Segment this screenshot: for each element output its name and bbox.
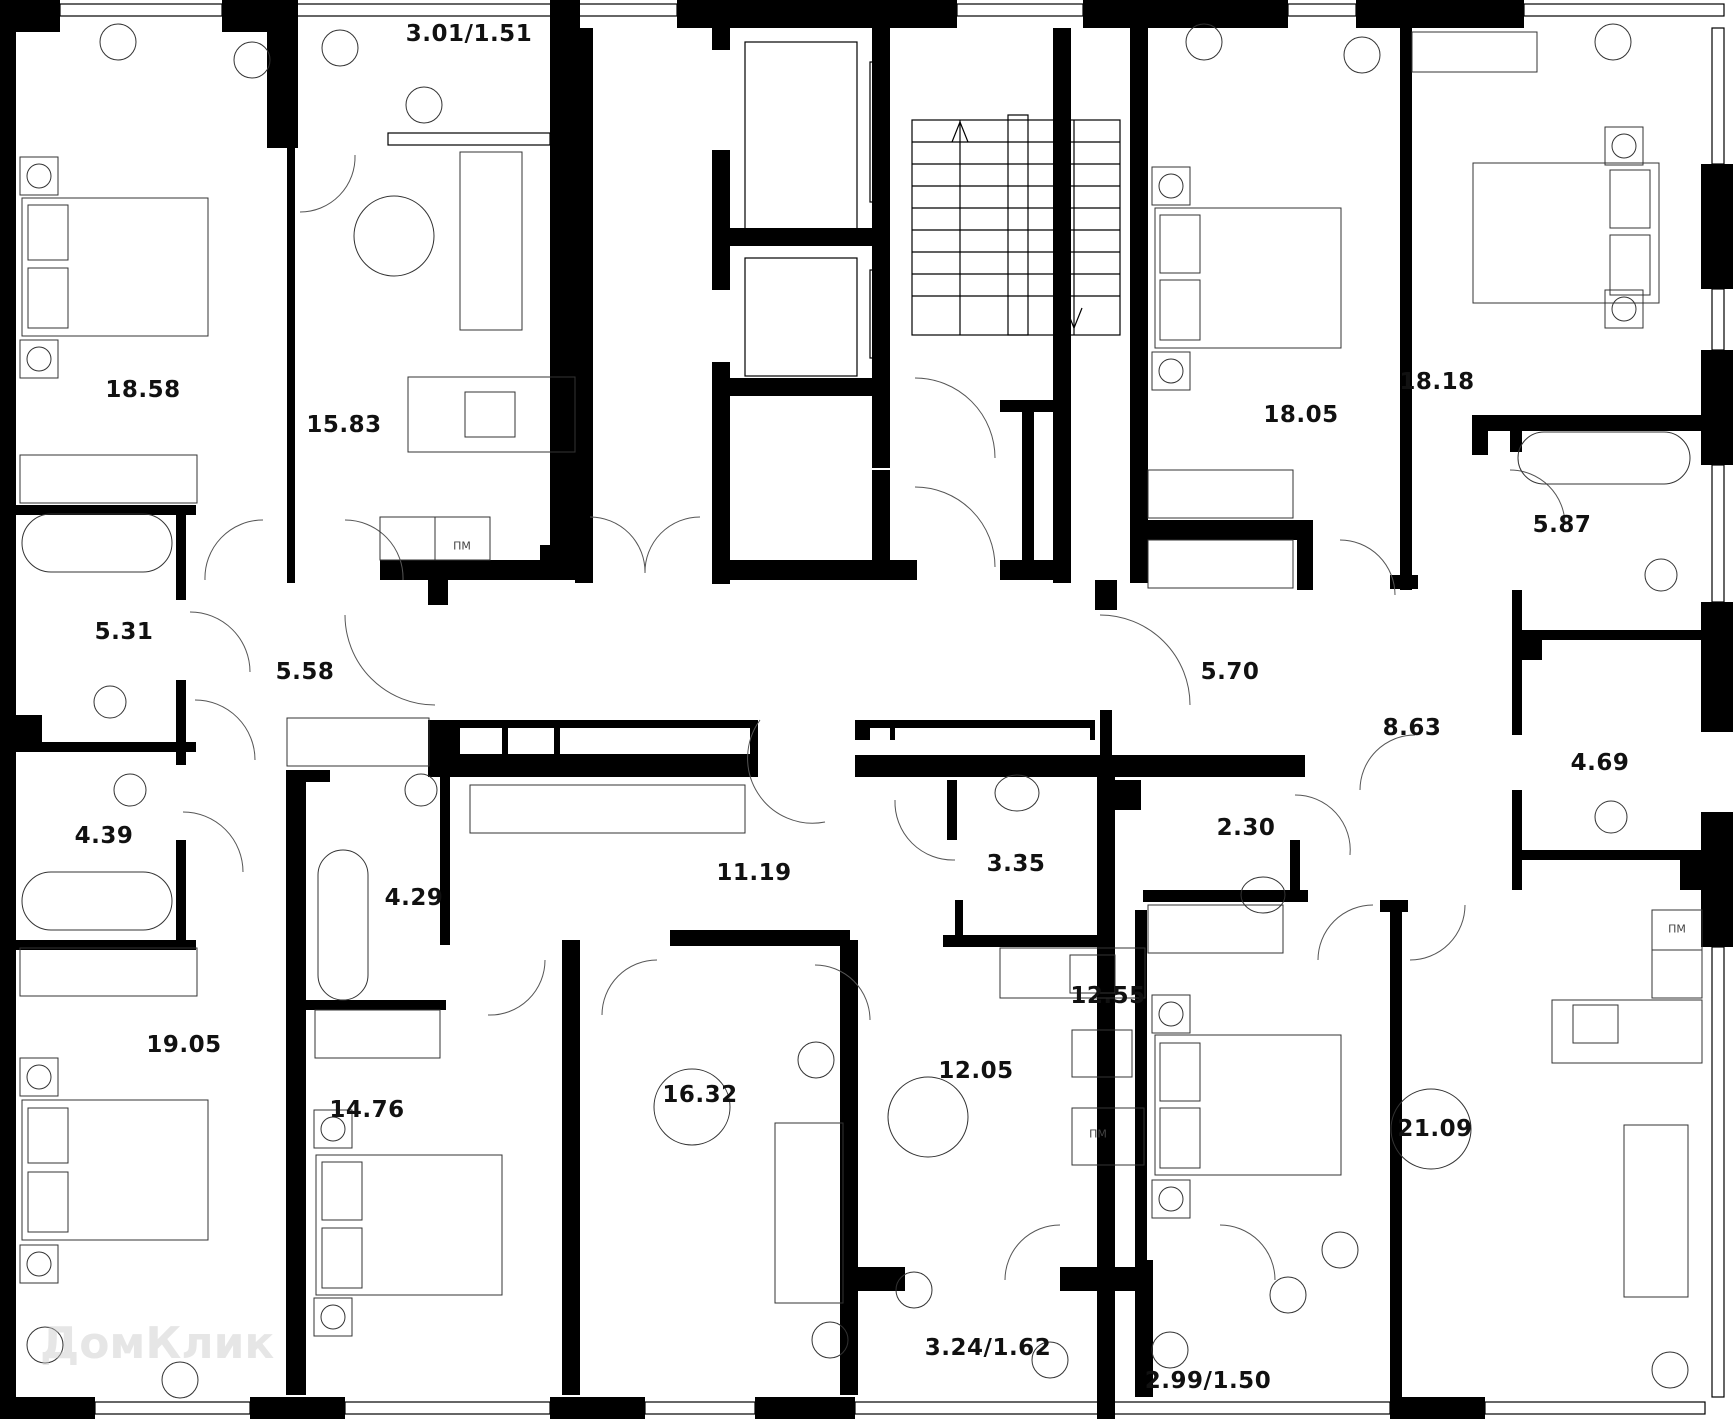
interior-walls bbox=[16, 0, 1701, 1419]
room-area-kitchen-se: 12.05 bbox=[938, 1058, 1014, 1084]
room-area-hall-w: 5.58 bbox=[275, 659, 335, 685]
room-area-bath-e1: 5.87 bbox=[1532, 512, 1592, 538]
up-arrow-icon bbox=[951, 120, 969, 143]
room-area-bedroom-s1: 14.76 bbox=[329, 1097, 405, 1123]
room-area-wc-e: 2.30 bbox=[1216, 815, 1276, 841]
windows bbox=[59, 3, 1725, 1415]
watermark: ДомКлик bbox=[40, 1318, 275, 1369]
kitchen-units bbox=[379, 376, 1703, 1166]
nightstands bbox=[19, 126, 1644, 1337]
beds bbox=[21, 162, 1660, 1296]
door-swings bbox=[182, 154, 1566, 1281]
bathtubs bbox=[21, 431, 1691, 1001]
room-area-kitchen-living-se: 21.09 bbox=[1397, 1116, 1473, 1142]
room-area-bath-ce: 3.35 bbox=[986, 851, 1046, 877]
room-area-living-s: 16.32 bbox=[662, 1082, 738, 1108]
room-area-kitchen-living-n: 15.83 bbox=[306, 412, 382, 438]
room-area-balcony-s1: 3.24/1.62 bbox=[924, 1335, 1052, 1361]
room-area-hall-e: 5.70 bbox=[1200, 659, 1260, 685]
room-area-hall-ee: 8.63 bbox=[1382, 715, 1442, 741]
room-area-bedroom-nw: 18.58 bbox=[105, 377, 181, 403]
down-arrow-icon bbox=[1065, 307, 1083, 330]
staircase bbox=[911, 114, 1121, 336]
sinks bbox=[93, 558, 1678, 914]
sofas bbox=[459, 151, 1689, 1304]
fridge-label: ПМ bbox=[453, 539, 471, 553]
wardrobe-rails bbox=[19, 31, 1538, 1059]
fridge-label: ПМ bbox=[1089, 1127, 1107, 1141]
room-area-bath-e2: 4.69 bbox=[1570, 750, 1630, 776]
room-area-bath-w2: 4.39 bbox=[74, 823, 134, 849]
plant-icons bbox=[26, 29, 1689, 1389]
room-area-hall-c: 11.19 bbox=[716, 860, 792, 886]
room-area-balcony-s2: 2.99/1.50 bbox=[1144, 1368, 1272, 1394]
room-area-bedroom-se: 12.55 bbox=[1070, 983, 1146, 1009]
room-area-bedroom-ne1: 18.05 bbox=[1263, 402, 1339, 428]
room-area-bath-c: 4.29 bbox=[384, 885, 444, 911]
room-area-bath-w1: 5.31 bbox=[94, 619, 154, 645]
room-area-balcony-n1: 3.01/1.51 bbox=[405, 21, 533, 47]
room-area-bedroom-sw: 19.05 bbox=[146, 1032, 222, 1058]
fridge-label: ПМ bbox=[1668, 922, 1686, 936]
room-area-bedroom-ne2: 18.18 bbox=[1399, 369, 1475, 395]
round-tables bbox=[99, 23, 1632, 1399]
elevators bbox=[744, 41, 875, 377]
